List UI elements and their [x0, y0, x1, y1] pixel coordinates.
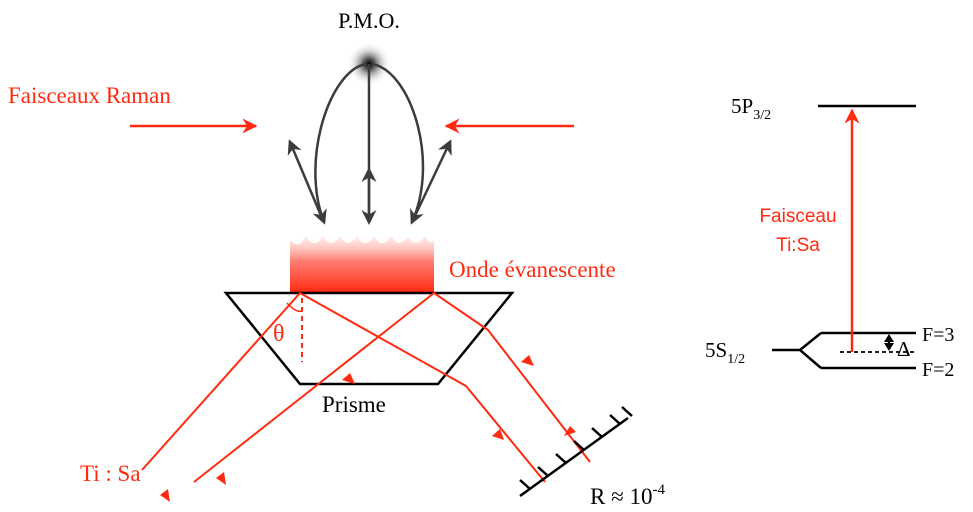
level-f2-label: F=2	[922, 359, 954, 381]
beam-arrow-4	[492, 429, 504, 440]
raman-beams-label: Faisceaux Raman	[8, 83, 171, 108]
beam-arrow-1	[216, 472, 226, 485]
tisa-beam-1	[141, 291, 546, 483]
tisa-label: Ti : Sa	[80, 461, 141, 486]
level-5p32-label: 5P3/2	[731, 94, 771, 123]
beam-arrow-2	[160, 489, 170, 502]
mirror	[519, 406, 633, 498]
level-5s12-label: 5S1/2	[705, 338, 745, 367]
atom-trajectories	[287, 62, 452, 225]
tisa-beam-label-line1: Faisceau	[759, 206, 836, 227]
theta-label: θ	[273, 321, 285, 347]
beam-direction-arrows	[160, 355, 576, 502]
reflectivity-prefix: R ≈ 10	[590, 484, 652, 509]
reflectivity-label: R ≈ 10-4	[590, 482, 665, 509]
delta-label: Δ	[897, 337, 911, 361]
level-5s12-sub: 1/2	[727, 352, 745, 367]
delta-arrow-up	[884, 334, 894, 342]
level-5s12-connector-down	[799, 349, 822, 369]
beam-arrow-5	[521, 355, 534, 366]
beam-arrow-3	[342, 373, 355, 384]
reflectivity-exponent: -4	[652, 482, 665, 498]
delta-arrow-down	[884, 343, 894, 351]
level-5s12-connector-up	[772, 332, 822, 352]
evanescent-wave-label: Onde évanescente	[449, 257, 616, 282]
energy-levels	[772, 104, 916, 370]
tisa-beam-2	[193, 291, 591, 483]
prism-label: Prisme	[322, 392, 386, 417]
level-5s12-base: 5S	[705, 338, 727, 362]
pmo-label: P.M.O.	[338, 8, 400, 33]
level-f3-label: F=3	[922, 324, 954, 346]
level-5p32-base: 5P	[731, 94, 753, 118]
trajectory-right-loop	[371, 62, 425, 225]
evanescent-wave	[290, 236, 434, 292]
prism	[223, 291, 515, 386]
tisa-beam-label-line2: Ti:Sa	[776, 235, 820, 256]
tisa-beams	[141, 291, 591, 483]
bounce-left	[287, 139, 324, 219]
beam-arrow-6	[564, 426, 576, 436]
trajectory-left-loop	[312, 62, 367, 225]
bounce-right	[412, 139, 452, 219]
level-5p32-sub: 3/2	[753, 108, 771, 123]
